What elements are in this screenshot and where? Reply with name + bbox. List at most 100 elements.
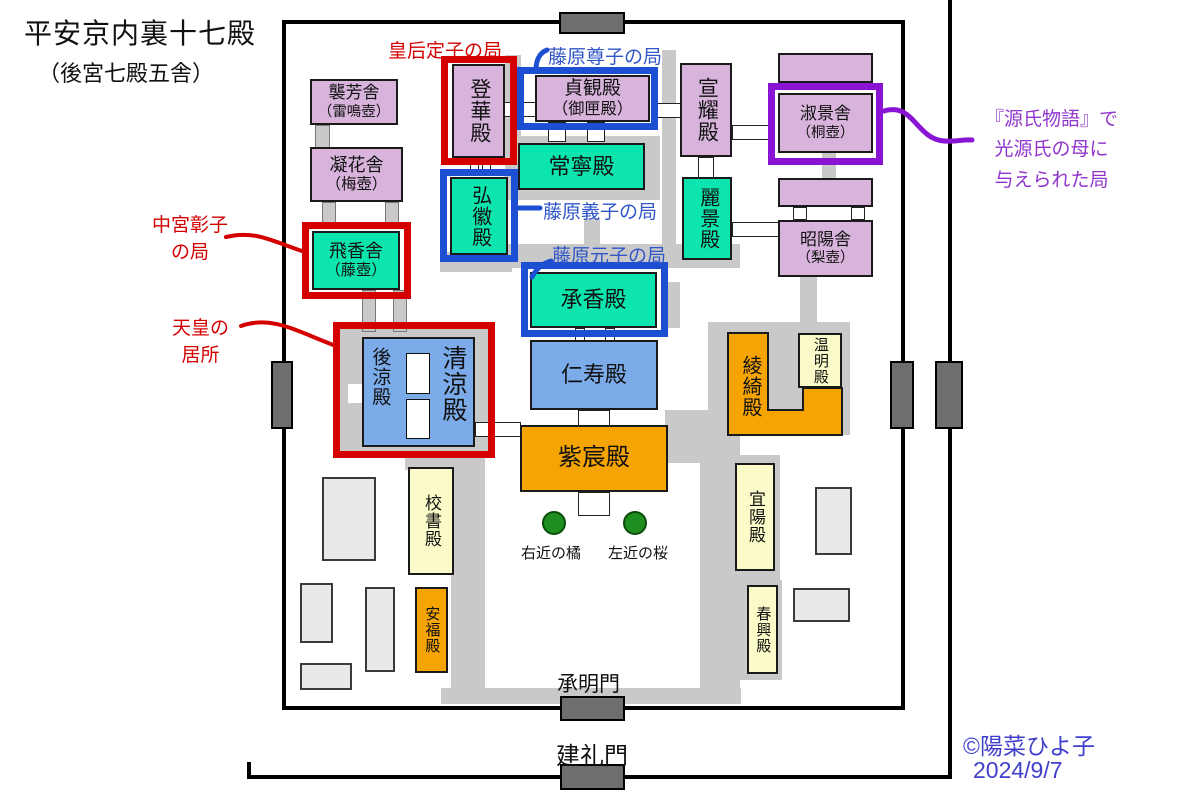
unnamed-building	[300, 663, 352, 690]
highlight-kokiden	[440, 169, 518, 262]
annotation-takako: 藤原尊子の局	[548, 47, 663, 68]
highlight-joganden	[517, 67, 658, 130]
east-inner-gate	[890, 361, 914, 429]
building-reikeiden: 麗景殿	[682, 177, 732, 260]
annotation-line: 居所	[181, 345, 220, 366]
annotation-line: 『源氏物語』で	[985, 109, 1119, 130]
annotation-motoko: 藤原元子の局	[552, 246, 667, 267]
building-joneiden: 常寧殿	[518, 143, 645, 190]
building-jijuden: 仁寿殿	[530, 340, 658, 410]
building-anpukuden: 安福殿	[415, 587, 448, 673]
ryokiden-shape	[727, 332, 843, 436]
building-label-koryoden: 後涼殿	[369, 347, 391, 407]
east-outer-gate	[935, 361, 963, 429]
building-shoyosha: 昭陽舎（梨壺）	[778, 220, 873, 277]
credit-author: ©陽菜ひよ子	[963, 733, 1095, 759]
building-alias: （桐壺）	[796, 124, 855, 141]
seiryoden-west-notch	[348, 384, 362, 403]
map-subtitle: （後宮七殿五舎）	[38, 61, 215, 86]
building-label-ryokiden: 綾綺殿	[739, 354, 761, 418]
building-unnamed-pink-mid	[778, 178, 873, 207]
unnamed-building	[365, 587, 395, 672]
corridor	[584, 218, 600, 246]
building-label: 紫宸殿	[558, 444, 630, 472]
annotation-line: の局	[171, 242, 210, 263]
corridor	[451, 425, 485, 703]
building-joganden: 貞観殿（御匣殿）	[535, 75, 650, 122]
seiryoden-inner-room	[406, 353, 430, 394]
building-kokiden: 弘徽殿	[450, 177, 508, 255]
annotation-genji: 『源氏物語』で 光源氏の母に 与えられた局	[985, 105, 1118, 196]
highlight-tokaden	[441, 56, 517, 165]
west-gate	[271, 361, 293, 429]
kenreimon-label: 建礼門	[556, 743, 628, 770]
annotation-kogo-teishi: 皇后定子の局	[388, 41, 503, 62]
building-seiryoden-block: 後涼殿 清涼殿	[362, 337, 475, 447]
building-label: 貞観殿	[563, 77, 621, 99]
tachibana-label: 右近の橘	[521, 545, 582, 562]
annotation-line: 光源氏の母に	[994, 139, 1109, 161]
building-shuhosha: 襲芳舎（雷鳴壺）	[310, 79, 398, 125]
building-alias: （梅壺）	[325, 176, 388, 194]
connector	[362, 290, 376, 332]
building-shigeisha: 淑景舎（桐壺）	[778, 93, 873, 153]
unnamed-building	[300, 583, 333, 643]
building-unmeiden: 温明殿	[798, 333, 842, 388]
corridor-bridge	[793, 207, 807, 220]
building-label: 温明殿	[811, 336, 829, 385]
building-unnamed-pink-north	[778, 53, 873, 83]
map-title: 平安京内裏十七殿	[24, 18, 257, 49]
building-label: 承香殿	[560, 287, 627, 313]
building-alias: （御匣殿）	[552, 100, 633, 119]
building-kyoshoden: 校書殿	[408, 467, 454, 575]
building-label: 仁寿殿	[560, 362, 627, 388]
corridor-bridge	[578, 492, 610, 516]
unnamed-building	[793, 588, 850, 622]
building-alias: （雷鳴壺）	[317, 103, 391, 120]
highlight-hikyosha	[302, 222, 411, 299]
credit-date: 2024/9/7	[973, 757, 1063, 783]
highlight-seiryoden	[333, 322, 495, 458]
building-label: 淑景舎	[800, 104, 851, 124]
corridor-bridge	[851, 207, 865, 220]
building-label: 春興殿	[754, 605, 772, 654]
building-label: 校書殿	[422, 494, 442, 548]
building-tokaden: 登華殿	[452, 64, 505, 158]
building-alias: （梨壺）	[796, 250, 855, 266]
shomeimon-gate	[560, 696, 625, 721]
building-label: 昭陽舎	[800, 229, 851, 249]
annotation-chugu-shoshi: 中宮彰子 の局	[152, 210, 228, 264]
corridor	[668, 282, 680, 328]
annotation-tenno: 天皇の 居所	[172, 313, 229, 367]
building-label: 登華殿	[467, 78, 491, 144]
tachibana-tree-icon	[542, 511, 566, 535]
shomeimon-label: 承明門	[557, 673, 620, 696]
building-gyokasha: 凝花舎（梅壺）	[310, 147, 403, 202]
building-alias: （藤壺）	[325, 262, 387, 280]
building-label: 弘徽殿	[468, 184, 491, 248]
sakura-label: 左近の桜	[608, 545, 669, 562]
unnamed-building	[815, 487, 852, 555]
kenreimon-gate	[560, 764, 625, 790]
sakura-tree-icon	[623, 511, 647, 535]
building-label: 宣耀殿	[695, 77, 719, 143]
seiryoden-inner-room	[406, 399, 430, 439]
building-shokoden: 承香殿	[530, 272, 657, 328]
building-label: 飛香舎	[328, 240, 383, 261]
building-senyoden: 宣耀殿	[680, 63, 732, 157]
building-label: 安福殿	[423, 606, 441, 654]
building-shishinden: 紫宸殿	[520, 425, 668, 492]
annotation-yoshiko: 藤原義子の局	[543, 202, 658, 223]
building-label: 凝花舎	[329, 154, 384, 175]
building-giyoden: 宜陽殿	[735, 463, 775, 571]
highlight-shigeisha	[768, 83, 883, 165]
north-gate	[559, 12, 625, 34]
building-label: 常寧殿	[548, 153, 615, 179]
building-hikyosha: 飛香舎（藤壺）	[312, 231, 400, 290]
corridor	[800, 277, 817, 323]
building-label-seiryoden: 清涼殿	[439, 345, 467, 423]
building-shunkoden: 春興殿	[747, 585, 778, 674]
unnamed-building	[322, 477, 376, 561]
